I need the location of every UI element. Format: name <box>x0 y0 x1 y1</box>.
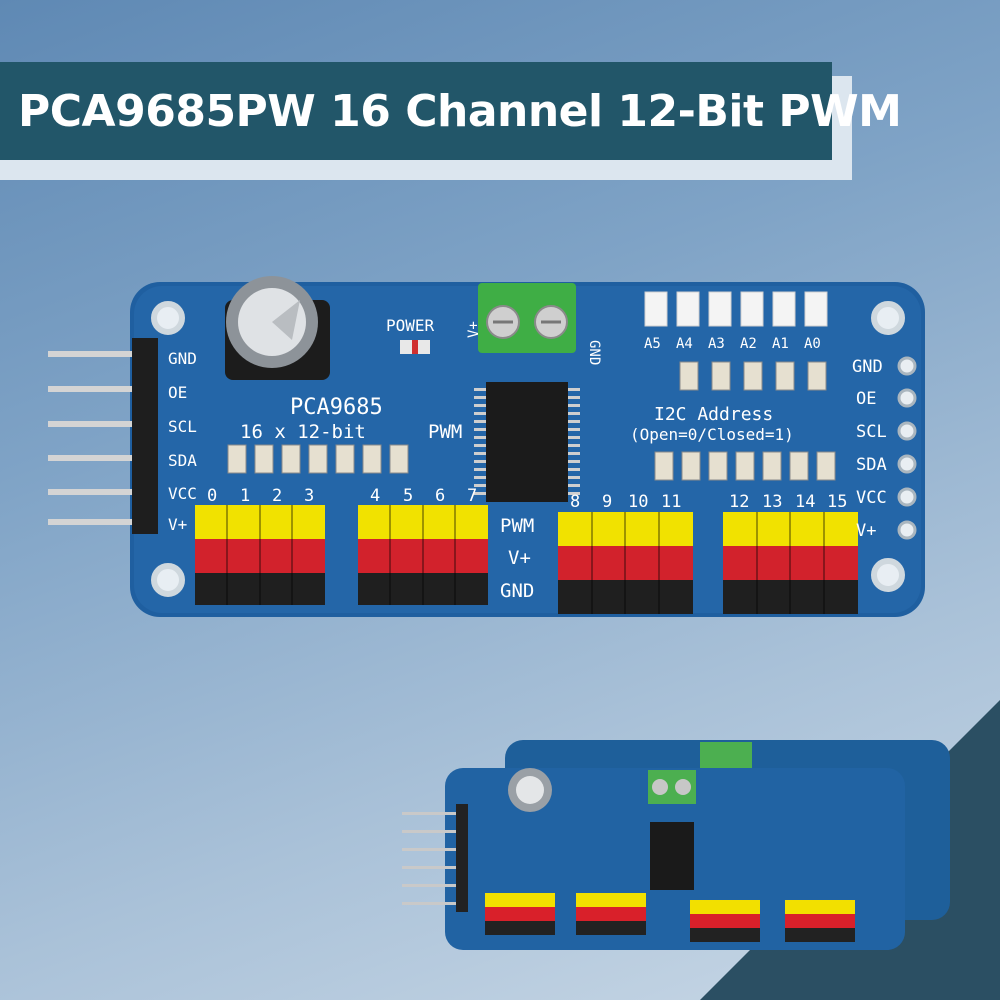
left-pin-label: OE <box>168 383 187 402</box>
right-pin-label: OE <box>856 389 876 409</box>
left-pin-label: GND <box>168 349 197 368</box>
channel-number: 0 <box>207 486 217 506</box>
address-jumper-label: A4 <box>676 336 693 352</box>
row-label-pwm: PWM <box>500 515 534 537</box>
channel-number: 5 <box>403 486 413 506</box>
left-pin-header <box>48 338 158 534</box>
right-pin-label: GND <box>852 357 883 377</box>
channel-number: 9 <box>602 492 612 512</box>
i2c-note: (Open=0/Closed=1) <box>630 425 794 444</box>
channel-number: 15 <box>827 492 847 512</box>
front-board-small <box>402 768 905 950</box>
capacitor <box>225 276 330 380</box>
channel-number: 13 <box>762 492 782 512</box>
row-label-vplus: V+ <box>508 547 531 569</box>
left-pin-label: V+ <box>168 515 187 534</box>
chip-name: PCA9685 <box>290 395 383 420</box>
row-label-gnd: GND <box>500 580 534 602</box>
channel-number: 3 <box>304 486 314 506</box>
address-jumper-label: A3 <box>708 336 725 352</box>
address-jumper-label: A2 <box>740 336 757 352</box>
silkscreen: GND OE SCL SDA VCC V+ GND OE SCL SDA VCC… <box>168 316 887 602</box>
channel-number: 11 <box>661 492 681 512</box>
channel-number: 14 <box>795 492 815 512</box>
right-pin-label: SDA <box>856 455 887 475</box>
screw-terminal <box>478 283 576 353</box>
left-pin-label: SDA <box>168 451 197 470</box>
i2c-title: I2C Address <box>654 404 773 425</box>
channel-number: 1 <box>240 486 250 506</box>
address-jumper-label: A5 <box>644 336 661 352</box>
title-banner: PCA9685PW 16 Channel 12-Bit PWM <box>0 62 902 160</box>
power-label: POWER <box>386 316 435 335</box>
right-pin-label: SCL <box>856 422 887 442</box>
left-pin-label: VCC <box>168 484 197 503</box>
right-pin-label: VCC <box>856 488 887 508</box>
address-jumper-label: A1 <box>772 336 789 352</box>
pca9685-chip <box>474 382 580 502</box>
right-pin-label: V+ <box>856 521 876 541</box>
channel-number: 6 <box>435 486 445 506</box>
banner-title: PCA9685PW 16 Channel 12-Bit PWM <box>18 85 902 137</box>
terminal-gnd-label: GND <box>586 340 602 365</box>
servo-headers <box>195 505 858 614</box>
left-pin-label: SCL <box>168 417 197 436</box>
channel-number: 12 <box>729 492 749 512</box>
channel-number: 4 <box>370 486 380 506</box>
chip-subtitle: 16 x 12-bit <box>240 421 366 443</box>
terminal-vplus-label: V+ <box>466 321 482 338</box>
channel-number: 8 <box>570 492 580 512</box>
channel-number: 2 <box>272 486 282 506</box>
address-jumper-label: A0 <box>804 336 821 352</box>
channel-number: 10 <box>628 492 648 512</box>
pwm-top-label: PWM <box>428 421 462 443</box>
channel-number: 7 <box>467 486 477 506</box>
